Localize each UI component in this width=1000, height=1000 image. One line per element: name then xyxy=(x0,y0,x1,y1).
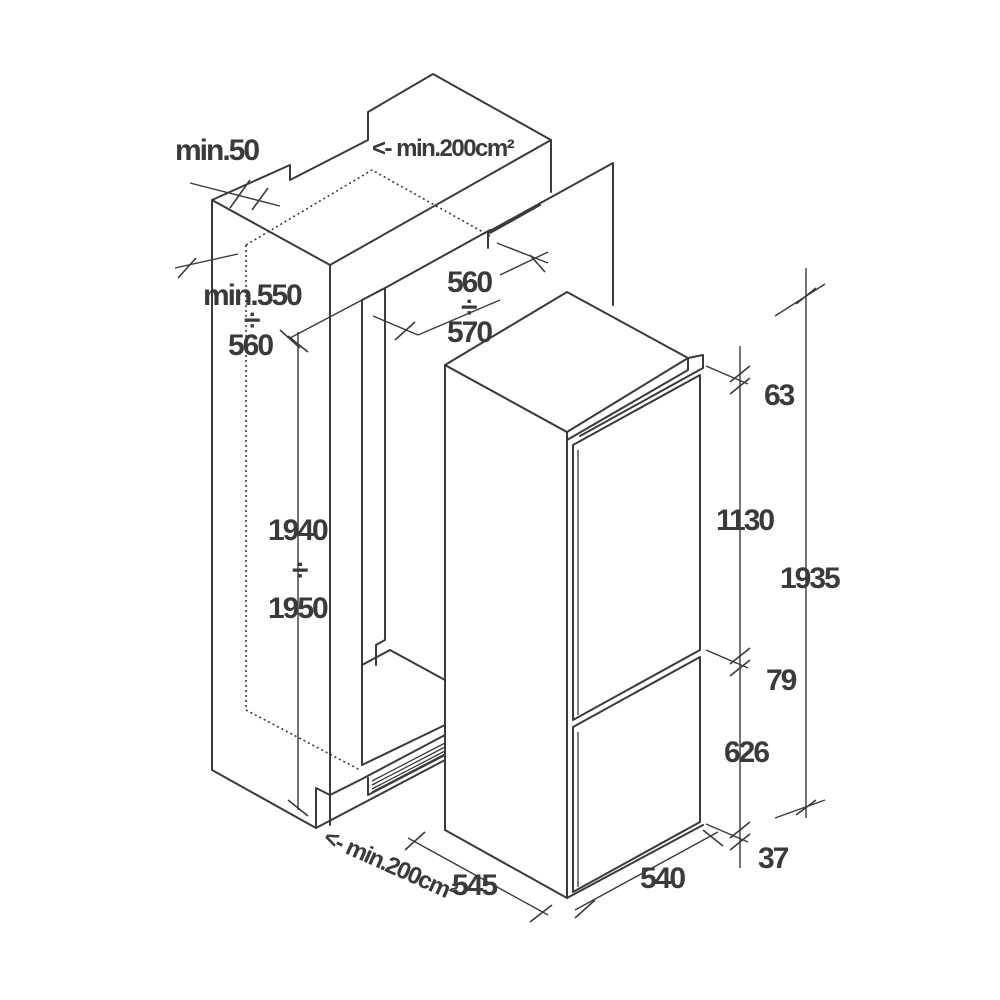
label-niche-width-min: 560 xyxy=(447,266,492,299)
dimension-lines xyxy=(174,179,826,923)
label-niche-height-max: 1950 xyxy=(268,592,328,625)
label-total-height: 1935 xyxy=(780,562,840,595)
label-door-gap: 79 xyxy=(766,664,797,697)
fridge-appliance xyxy=(444,291,704,899)
label-niche-depth-divider: ÷ xyxy=(244,304,260,337)
label-appliance-depth: 545 xyxy=(452,869,497,902)
label-niche-height-min: 1940 xyxy=(268,514,328,547)
label-top-vent: <- min.200cm² xyxy=(372,135,515,162)
label-lower-door: 626 xyxy=(724,736,769,769)
label-bottom-gap: 37 xyxy=(758,842,789,875)
label-top-clearance: min.50 xyxy=(175,134,259,167)
cabinet-niche xyxy=(211,73,614,829)
label-niche-depth-min: min.550 xyxy=(203,279,302,312)
label-niche-width-max: 570 xyxy=(447,316,492,349)
label-bottom-vent: <- min.200cm² xyxy=(320,824,461,907)
label-niche-depth-max: 560 xyxy=(228,329,273,362)
label-niche-width-divider: ÷ xyxy=(461,291,477,324)
label-niche-height-divider: ÷ xyxy=(292,554,308,587)
label-upper-door: 1130 xyxy=(716,504,774,537)
label-appliance-width: 540 xyxy=(640,862,685,895)
label-top-gap: 63 xyxy=(764,379,795,412)
